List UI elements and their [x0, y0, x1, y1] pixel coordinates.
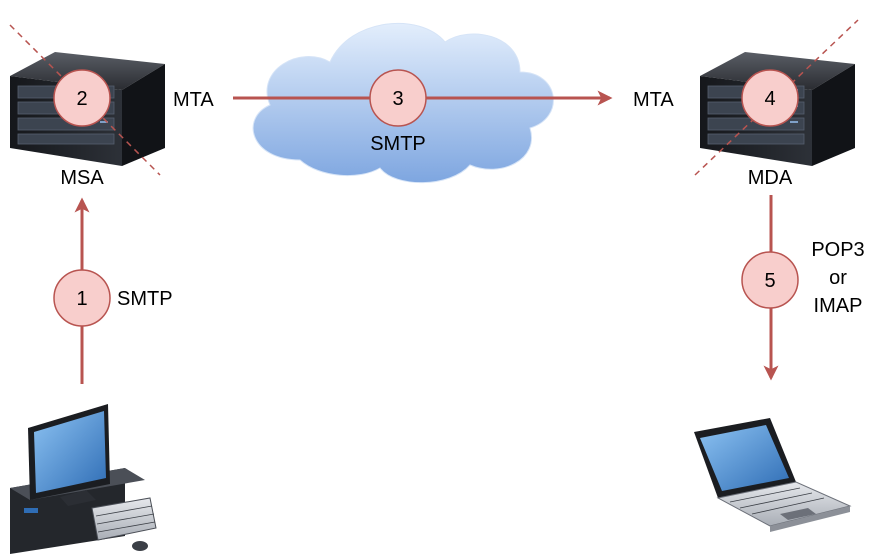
desktop-computer-icon [10, 404, 157, 554]
mda-label: MDA [748, 167, 793, 189]
step-3-number: 3 [392, 88, 403, 110]
step-3-badge: 3 [369, 69, 427, 127]
step-5-protocol-line-2: or [829, 267, 847, 289]
step-3-protocol-label: SMTP [370, 133, 426, 155]
step-4-badge: 4 [741, 69, 799, 127]
step-1-number: 1 [76, 288, 87, 310]
step-1-protocol-label: SMTP [117, 288, 173, 310]
step-5-badge: 5 [741, 251, 799, 309]
msa-unsecured-cross-icon [9, 24, 161, 176]
mta-left-label: MTA [173, 89, 214, 111]
step-5-protocol-line-3: IMAP [814, 295, 863, 317]
step-5-protocol-line-1: POP3 [811, 239, 864, 261]
step-5-number: 5 [764, 270, 775, 292]
step-2-number: 2 [76, 88, 87, 110]
step-1-badge: 1 [53, 269, 111, 327]
laptop-icon [694, 418, 852, 532]
mta-right-label: MTA [633, 89, 674, 111]
msa-label: MSA [60, 167, 104, 189]
step-4-number: 4 [764, 88, 775, 110]
step-2-badge: 2 [53, 69, 111, 127]
